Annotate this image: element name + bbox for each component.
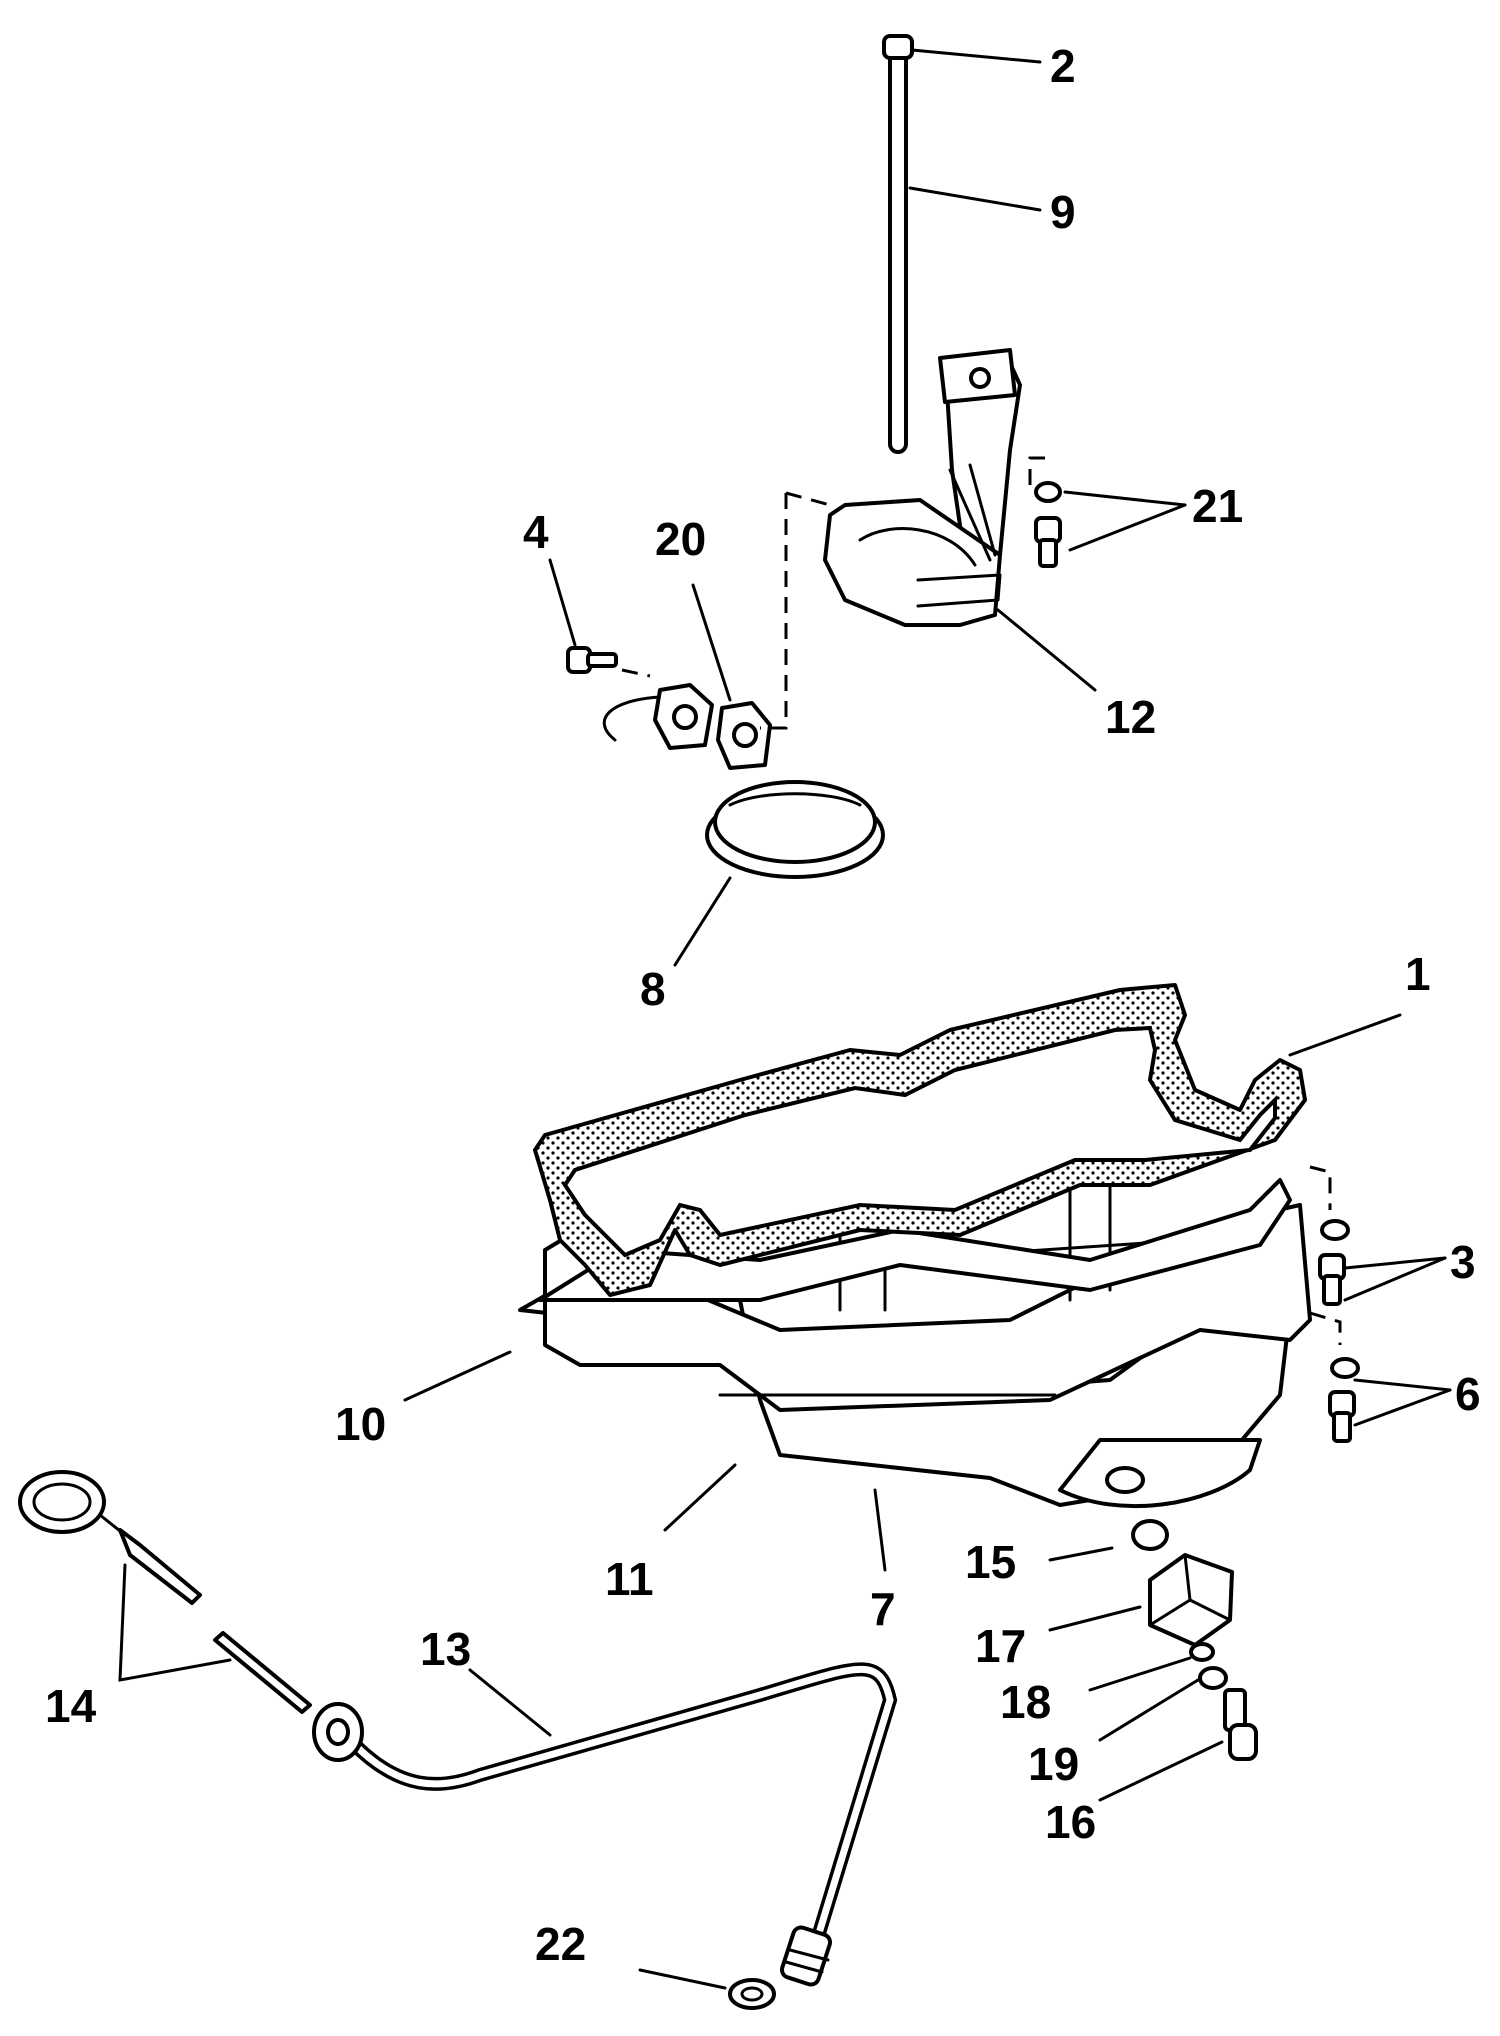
- oil-pump: [823, 348, 1022, 627]
- callout-12: 12: [1105, 691, 1156, 743]
- callout-19: 19: [1028, 1738, 1079, 1790]
- callout-20: 20: [655, 513, 706, 565]
- pickup-tube: [882, 34, 914, 454]
- callout-2: 2: [1050, 40, 1076, 92]
- bolt-3: [1318, 1219, 1350, 1306]
- callout-4: 4: [523, 506, 549, 558]
- o-ring-22: [728, 1978, 776, 2010]
- bolt-4: [566, 646, 618, 674]
- callout-22: 22: [535, 1918, 586, 1970]
- callout-13: 13: [420, 1623, 471, 1675]
- callout-15: 15: [965, 1536, 1016, 1588]
- bolt-21: [1034, 481, 1062, 568]
- pickup-screen: [602, 683, 885, 879]
- oil-pan-gasket: [533, 983, 1307, 1297]
- dipstick-tube: [312, 1662, 898, 1987]
- callout-8: 8: [640, 963, 666, 1015]
- bolt-6: [1328, 1357, 1360, 1443]
- callout-21: 21: [1192, 480, 1243, 532]
- leader-lines: [118, 48, 1452, 1990]
- callout-16: 16: [1045, 1796, 1096, 1848]
- callout-11: 11: [605, 1553, 654, 1605]
- callout-1: 1: [1405, 948, 1431, 1000]
- callout-3: 3: [1450, 1236, 1476, 1288]
- dipstick: [18, 1470, 312, 1714]
- callout-17: 17: [975, 1620, 1026, 1672]
- callout-18: 18: [1000, 1676, 1051, 1728]
- drain-fittings: [1131, 1519, 1258, 1761]
- callout-7: 7: [870, 1583, 896, 1635]
- alignment-lines: [621, 456, 1342, 1345]
- callout-9: 9: [1050, 186, 1076, 238]
- callout-6: 6: [1455, 1368, 1481, 1420]
- callout-10: 10: [335, 1398, 386, 1450]
- callout-14: 14: [45, 1680, 97, 1732]
- callout-labels: 2 9 21 4 20 12 8 1 3 6 10 11 7 15 17 18 …: [45, 40, 1481, 1970]
- oil-pan: [518, 1118, 1312, 1508]
